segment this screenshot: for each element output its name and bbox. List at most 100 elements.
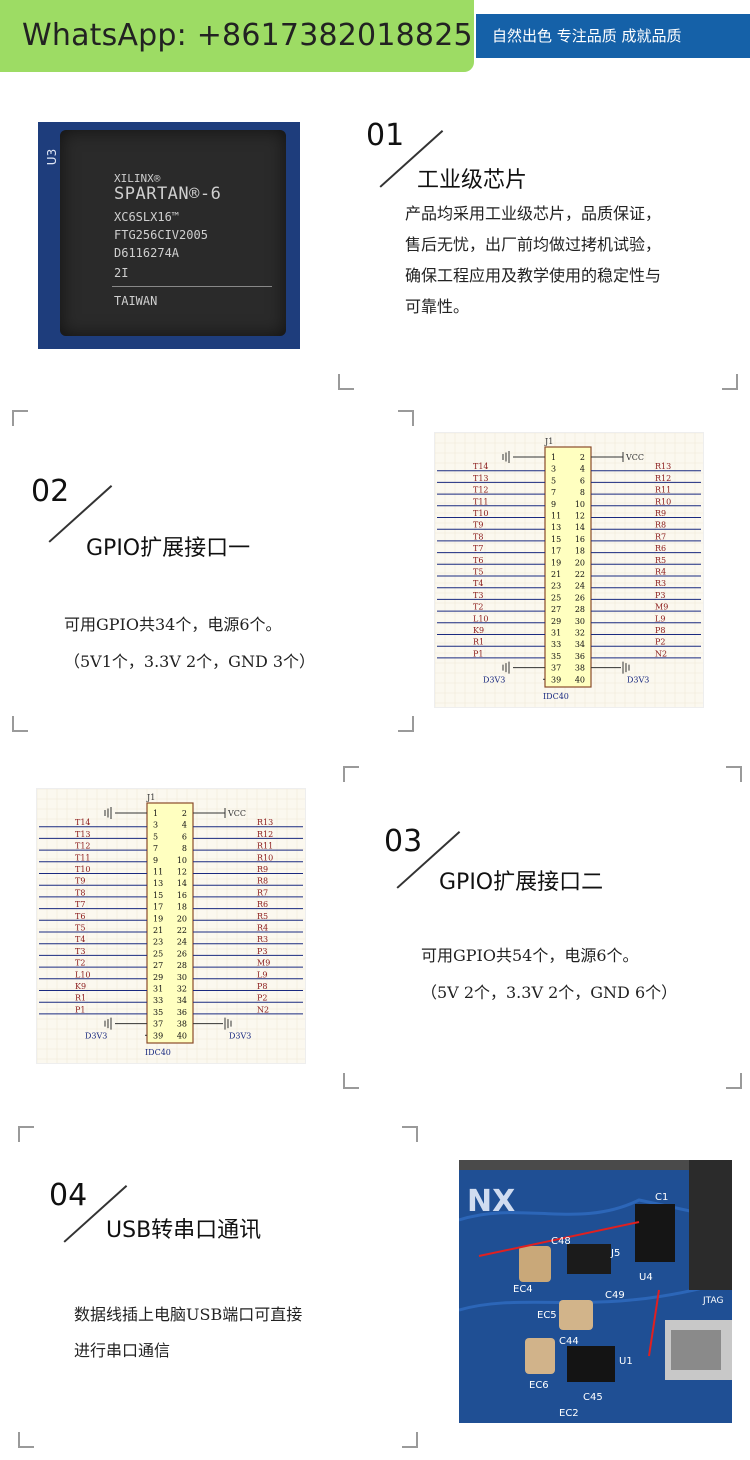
pin-number: 29 <box>153 973 163 982</box>
frame-corner <box>18 1432 34 1448</box>
silk-label: JTAG <box>703 1296 724 1306</box>
net-label-left: K9 <box>473 626 484 635</box>
net-label-left: T13 <box>473 474 489 483</box>
board-logo-text: NX <box>467 1184 516 1219</box>
section-title: GPIO扩展接口一 <box>86 536 251 561</box>
pin-number: 39 <box>551 675 561 684</box>
net-label-left: P1 <box>473 649 483 658</box>
u1-chip <box>567 1346 615 1382</box>
pin-number: 17 <box>551 547 561 556</box>
pin-number: 34 <box>575 640 585 649</box>
pin-number: 35 <box>153 1008 163 1017</box>
chip-model: XC6SLX16™ <box>114 210 180 224</box>
frame-corner <box>343 766 359 782</box>
fpga-chip: XILINX® SPARTAN®-6 XC6SLX16™ FTG256CIV20… <box>60 130 286 336</box>
u4-chip <box>635 1204 675 1262</box>
pin-number: 23 <box>153 938 163 947</box>
highlight-arrow <box>648 1289 660 1357</box>
pin-number: 25 <box>551 593 561 602</box>
pin-number: 4 <box>580 465 585 474</box>
net-label-right: P3 <box>257 947 267 956</box>
net-label-right: R11 <box>655 486 671 495</box>
frame-corner <box>726 1073 742 1089</box>
pin-number: 3 <box>551 465 556 474</box>
net-label-right: R6 <box>257 900 268 909</box>
body-line: 可靠性。 <box>405 297 470 316</box>
pin-number: 35 <box>551 652 561 661</box>
pin-number: 33 <box>551 640 561 649</box>
body-line: （5V 2个，3.3V 2个，GND 6个） <box>421 983 678 1002</box>
pin-number: 26 <box>177 949 187 958</box>
pin-number: 40 <box>177 1031 187 1040</box>
section-number: 03 <box>384 824 423 859</box>
connector-part: IDC40 <box>145 1048 171 1057</box>
pin-number: 39 <box>153 1031 163 1040</box>
d3v3-label: D3V3 <box>229 1031 251 1040</box>
pin-number: 2 <box>182 809 187 818</box>
net-label-right: P8 <box>257 982 267 991</box>
net-label-right: R3 <box>257 935 268 944</box>
chip-divider <box>112 286 272 287</box>
section-title: GPIO扩展接口二 <box>439 870 604 895</box>
pin-number: 5 <box>551 476 556 485</box>
net-label-left: T2 <box>75 959 85 968</box>
body-line: 可用GPIO共54个，电源6个。 <box>421 946 639 965</box>
chip-family: SPARTAN®-6 <box>114 184 222 204</box>
regulator-chip <box>567 1244 611 1274</box>
d3v3-label: D3V3 <box>483 675 505 684</box>
pin-number: 8 <box>182 844 187 853</box>
net-label-left: T11 <box>473 497 489 506</box>
net-label-left: T6 <box>473 556 483 565</box>
net-label-right: R10 <box>257 853 273 862</box>
net-label-right: R12 <box>655 474 671 483</box>
pin-number: 20 <box>575 558 585 567</box>
section-title: 工业级芯片 <box>417 168 528 193</box>
pin-number: 25 <box>153 949 163 958</box>
trace <box>459 1198 732 1222</box>
pin-number: 5 <box>153 832 158 841</box>
net-label-right: R12 <box>257 830 273 839</box>
frame-corner <box>402 1126 418 1142</box>
connector-ref: J1 <box>146 793 155 802</box>
pin-number: 9 <box>551 500 556 509</box>
usb-serial-board-photo: NX C1 C48 EC4 J5 U4 C49 EC5 C44 U1 EC6 C… <box>459 1160 732 1423</box>
chip-grade: 2I <box>114 266 129 280</box>
body-line: 可用GPIO共34个，电源6个。 <box>64 615 282 634</box>
net-label-right: P3 <box>655 591 665 600</box>
pin-number: 16 <box>575 535 585 544</box>
pin-number: 34 <box>177 996 187 1005</box>
net-label-right: R8 <box>257 877 268 886</box>
section-title: USB转串口通讯 <box>106 1218 262 1243</box>
connector-ref: J1 <box>544 437 553 446</box>
net-label-left: T8 <box>473 532 483 541</box>
pin-number: 21 <box>153 926 163 935</box>
silk-label: J5 <box>611 1248 621 1259</box>
frame-corner <box>726 766 742 782</box>
whatsapp-banner[interactable]: WhatsApp: +8617382018825 <box>0 0 474 72</box>
highlight-arrow <box>478 1221 640 1257</box>
pin-number: 18 <box>575 547 585 556</box>
pin-number: 24 <box>575 582 585 591</box>
pin-number: 37 <box>551 664 561 673</box>
net-label-right: R8 <box>655 521 666 530</box>
frame-corner <box>343 1073 359 1089</box>
net-label-right: N2 <box>655 649 667 658</box>
pin-number: 6 <box>580 476 585 485</box>
silk-label: C48 <box>551 1236 571 1247</box>
net-label-left: T3 <box>473 591 483 600</box>
net-label-right: P2 <box>257 994 267 1003</box>
net-label-right: P2 <box>655 638 665 647</box>
net-label-right: R4 <box>655 568 666 577</box>
frame-corner <box>18 1126 34 1142</box>
pin-number: 1 <box>153 809 158 818</box>
section-number: 04 <box>49 1178 88 1213</box>
net-label-right: R3 <box>655 579 666 588</box>
net-label-left: K9 <box>75 982 86 991</box>
pin-number: 14 <box>177 879 187 888</box>
pin-number: 4 <box>182 821 187 830</box>
frame-corner <box>12 410 28 426</box>
pin-number: 3 <box>153 821 158 830</box>
pin-number: 10 <box>575 500 585 509</box>
pin-number: 20 <box>177 914 187 923</box>
